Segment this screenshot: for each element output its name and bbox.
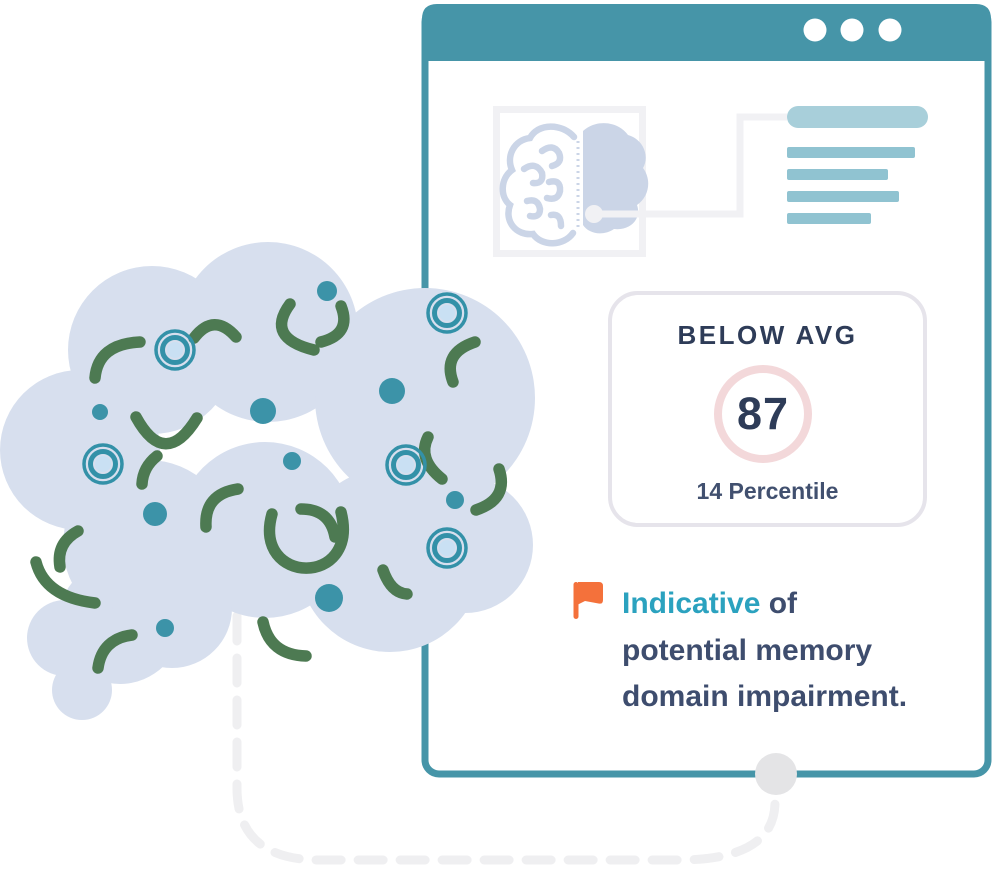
- window-control-dot: [840, 18, 864, 42]
- skeleton-line: [787, 147, 915, 158]
- brain-illustration: [0, 242, 535, 720]
- skeleton-title-line: [787, 106, 928, 128]
- connector-line: [596, 113, 787, 218]
- window-control-dot: [878, 18, 902, 42]
- note-line1-rest: of: [768, 587, 798, 620]
- skeleton-line: [787, 213, 871, 224]
- note-line3: domain impairment.: [622, 680, 908, 713]
- percentile-label: 14 Percentile: [696, 478, 839, 504]
- window-header-bar: [422, 4, 991, 61]
- score-circle: 87: [714, 365, 812, 463]
- gyrus-arcs: [30, 298, 508, 674]
- connector-node: [585, 205, 603, 223]
- note-line2: potential memory: [622, 633, 873, 667]
- neuron-rings: [82, 292, 468, 569]
- score-card: [608, 291, 927, 527]
- note-text: Indicative of potential memory domain im…: [622, 581, 962, 721]
- skeleton-line: [787, 169, 888, 180]
- skeleton-line: [787, 191, 899, 202]
- neuron-ring: [426, 292, 468, 334]
- score-value: 87: [736, 388, 790, 439]
- red-flag-icon: [573, 582, 603, 619]
- brain-blob: [0, 242, 535, 720]
- neuron-ring: [385, 444, 427, 486]
- hero-panel: [493, 106, 928, 257]
- dashed-connector-path: [232, 611, 780, 865]
- neuron-ring: [82, 443, 124, 485]
- neuron-dots: [92, 281, 464, 637]
- anchor-circle: [755, 753, 797, 795]
- rating-label: BELOW AVG: [677, 320, 858, 350]
- neuron-ring: [154, 329, 196, 371]
- note-highlight: Indicative: [622, 587, 761, 620]
- brain-hemispheres-icon: [499, 123, 649, 247]
- text-skeleton: [787, 106, 928, 224]
- window-control-dot: [803, 18, 827, 42]
- neuron-ring: [426, 527, 468, 569]
